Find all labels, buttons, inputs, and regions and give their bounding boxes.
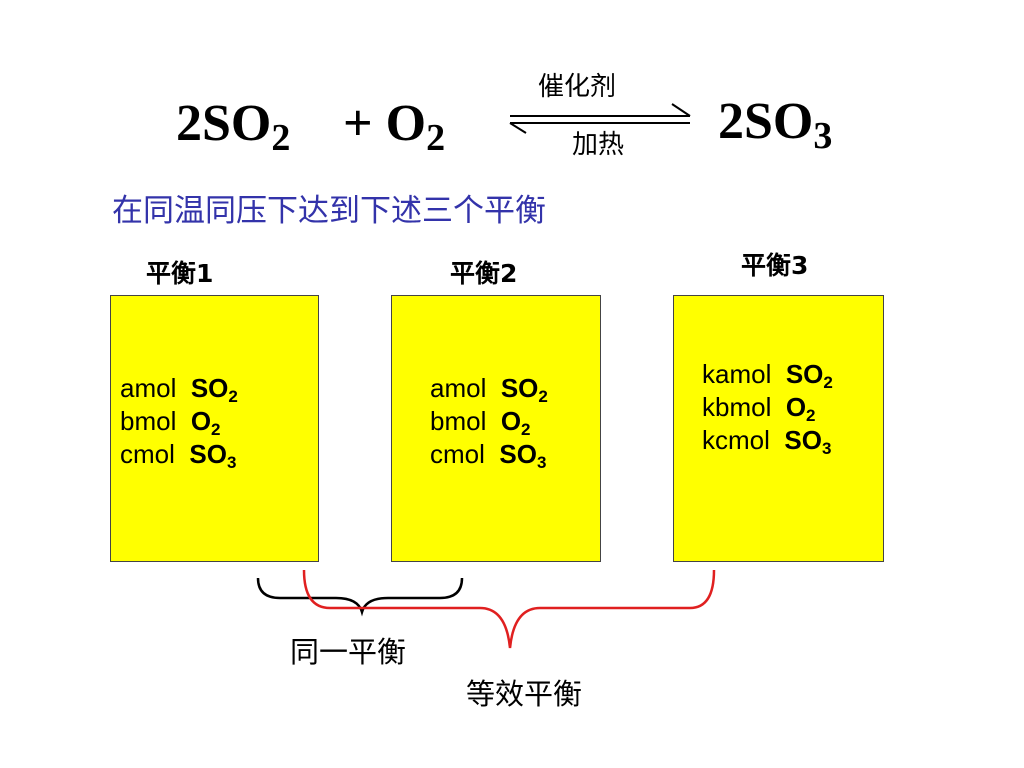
label-equilibrium-1: 平衡1 — [146, 259, 214, 288]
box3-so2-line: kamol SO2 — [702, 359, 833, 392]
box1-so2-line: amol SO2 — [120, 373, 238, 406]
box1-o2-line: bmol O2 — [120, 406, 221, 439]
product-so3: 2SO3 — [718, 93, 833, 157]
box2-so2-line: amol SO2 — [430, 373, 548, 406]
subtitle: 在同温同压下达到下述三个平衡 — [112, 193, 546, 229]
label-equilibrium-2: 平衡2 — [450, 259, 518, 288]
same-equilibrium-label: 同一平衡 — [290, 635, 407, 669]
equivalent-equilibrium-brace — [302, 569, 716, 649]
equilibrium-box-3: kamol SO2 kbmol O2 kcmol SO3 — [673, 295, 884, 562]
label-equilibrium-3: 平衡3 — [741, 251, 809, 280]
equation-left: 2SO2 — [176, 95, 291, 159]
reactant-so2: 2SO2 — [176, 95, 291, 159]
same-equilibrium-brace — [256, 577, 464, 617]
box3-o2-line: kbmol O2 — [702, 392, 816, 425]
condition-catalyst: 催化剂 — [538, 72, 617, 102]
box2-so3-line: cmol SO3 — [430, 439, 547, 472]
condition-heat: 加热 — [572, 130, 625, 160]
box1-so3-line: cmol SO3 — [120, 439, 237, 472]
box3-so3-line: kcmol SO3 — [702, 425, 832, 458]
equilibrium-box-1: amol SO2 bmol O2 cmol SO3 — [110, 295, 319, 562]
box2-o2-line: bmol O2 — [430, 406, 531, 439]
equation-plus-o2: + O2 — [343, 95, 446, 159]
equilibrium-box-2: amol SO2 bmol O2 cmol SO3 — [391, 295, 601, 562]
equivalent-equilibrium-label: 等效平衡 — [466, 677, 583, 711]
